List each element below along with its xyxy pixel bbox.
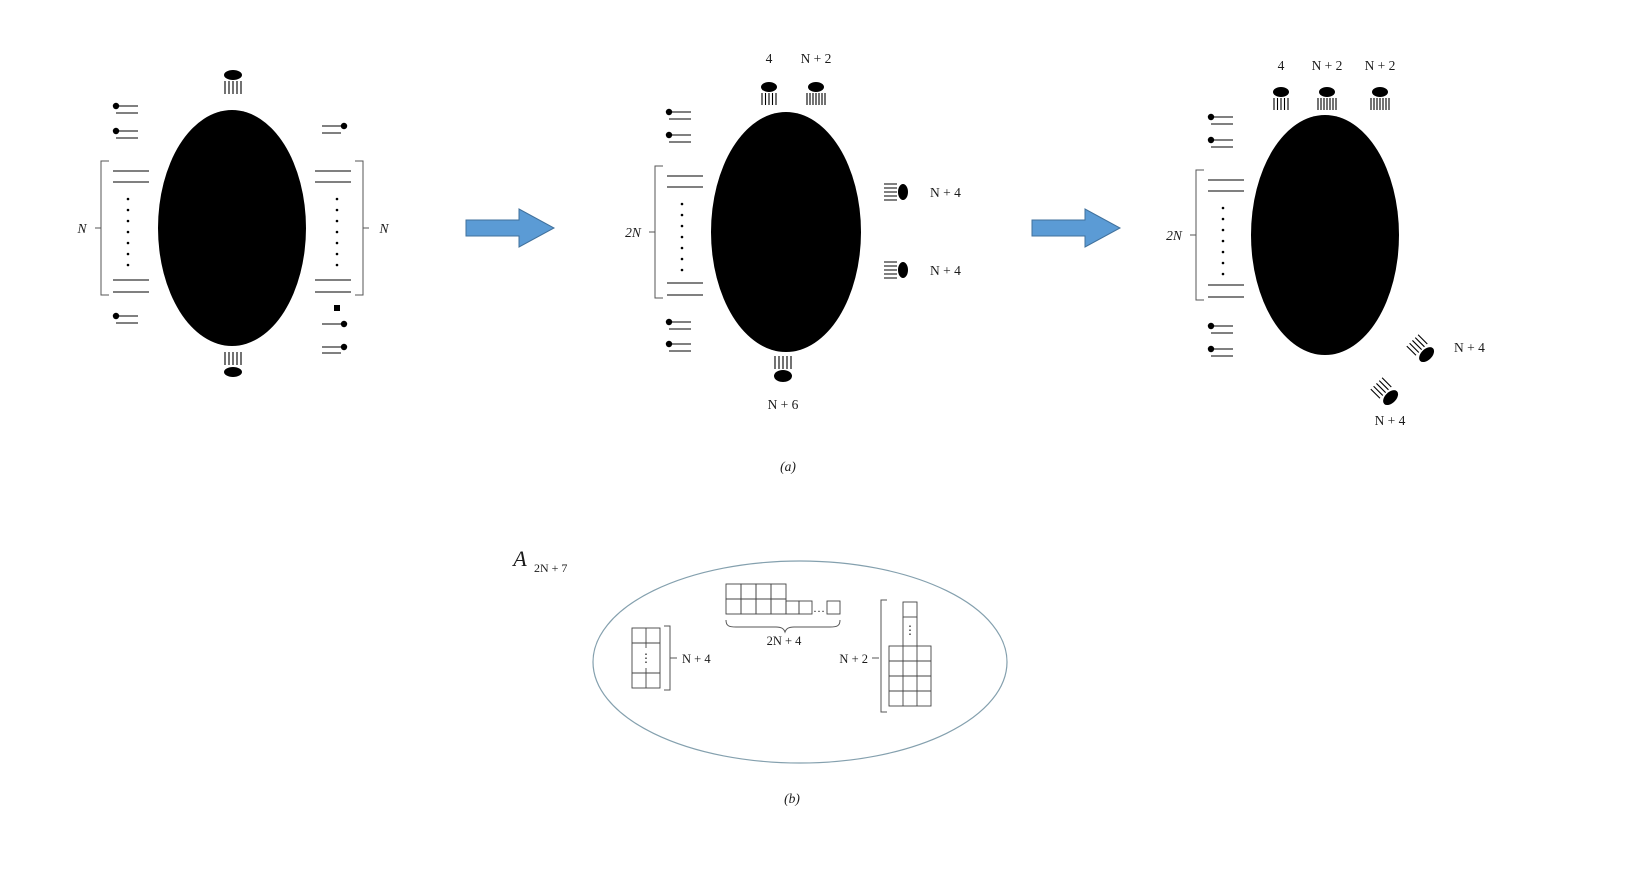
left-bracket-label: N <box>76 221 87 236</box>
algebra-boundary-ellipse <box>592 560 1008 764</box>
left-flavor-bracket: N <box>76 160 149 296</box>
top-stub-icon <box>1370 87 1390 110</box>
flavor-flag-icon <box>665 340 691 352</box>
flavor-flag-icon <box>112 312 138 324</box>
right-stub-label: N + 4 <box>930 185 961 200</box>
right-tableau-label: N + 2 <box>839 652 868 666</box>
bottom-stub-label: N + 6 <box>768 397 799 412</box>
flavor-flag-icon <box>112 102 138 114</box>
left-tableau-dots: ⋮ <box>640 651 652 665</box>
flavor-flag-icon <box>665 318 691 330</box>
flavor-flag-icon <box>322 122 348 134</box>
algebra-symbol: A <box>511 546 527 571</box>
left-tableau-label: N + 4 <box>682 652 711 666</box>
row-ellipsis: … <box>813 601 825 615</box>
flavor-flag-icon <box>1207 113 1233 125</box>
right-stub-icon <box>884 183 908 201</box>
top-stub-icon <box>1317 87 1337 110</box>
gauge-blob <box>1251 115 1399 355</box>
vertical-dots <box>680 202 684 272</box>
flavor-flag-icon <box>322 343 348 354</box>
algebra-subscript: 2N + 7 <box>534 561 567 575</box>
right-tableau-dots: ⋮ <box>904 623 916 637</box>
quiver-diagram-2: 4 N + 2 <box>625 51 961 412</box>
top-stub-icon <box>806 82 826 105</box>
top-stub-label: 4 <box>766 51 773 66</box>
transition-arrow-2 <box>1031 208 1122 248</box>
left-flavor-bracket: 2N <box>625 165 703 299</box>
flavor-flag-icon <box>322 320 348 328</box>
quiver-diagram-1: N N <box>76 70 389 377</box>
quiver-diagram-3: 4 N + 2 N + 2 <box>1166 58 1485 428</box>
flavor-flag-icon <box>1207 345 1233 357</box>
left-column-tableau: ⋮ N + 4 <box>631 625 711 691</box>
right-stub-icon <box>884 261 908 279</box>
flavor-flag-icon <box>112 127 138 139</box>
top-stub-label: N + 2 <box>801 51 832 66</box>
top-stub-icon <box>1273 87 1289 110</box>
top-stub-label: N + 2 <box>1312 58 1343 73</box>
panel-a: N N <box>76 51 1485 474</box>
top-stub-label: 4 <box>1278 58 1285 73</box>
underbrace <box>725 619 841 634</box>
gauge-blob <box>711 112 861 352</box>
left-bracket-label: 2N <box>1166 228 1183 243</box>
top-row-tableau: … 2N + 4 <box>725 583 841 648</box>
panel-b: A 2N + 7 … 2N + 4 ⋮ N + 4 N + 2 <box>511 546 1008 806</box>
right-staircase-tableau: N + 2 ⋮ <box>839 599 932 713</box>
vertical-dots <box>335 197 339 267</box>
diagonal-stub-icon <box>1406 334 1435 363</box>
top-stub-icon <box>761 82 777 105</box>
right-flavor-bracket: N <box>315 160 389 296</box>
small-square-icon <box>334 305 340 311</box>
transition-arrow-1 <box>465 208 556 248</box>
bottom-stub-icon <box>224 352 242 377</box>
flavor-flag-icon <box>665 131 691 143</box>
vertical-dots <box>126 197 130 267</box>
right-bracket-label: N <box>378 221 389 236</box>
left-flavor-bracket: 2N <box>1166 169 1244 301</box>
flavor-flag-icon <box>1207 136 1233 148</box>
top-stub-label: N + 2 <box>1365 58 1396 73</box>
left-bracket-label: 2N <box>625 225 642 240</box>
top-stub-icon <box>224 70 242 94</box>
underbrace-label: 2N + 4 <box>767 634 803 648</box>
diagonal-stub-label: N + 4 <box>1454 340 1485 355</box>
left-square-bracket <box>880 599 887 713</box>
flavor-flag-icon <box>1207 322 1233 334</box>
gauge-blob <box>158 110 306 346</box>
right-square-bracket <box>664 625 671 691</box>
panel-b-caption: (b) <box>784 791 800 806</box>
diagonal-stub-icon <box>1370 377 1399 406</box>
algebra-label: A 2N + 7 <box>511 546 567 575</box>
vertical-dots <box>1221 206 1225 276</box>
right-stub-label: N + 4 <box>930 263 961 278</box>
bottom-stub-icon <box>774 356 792 382</box>
diagonal-stub-label: N + 4 <box>1375 413 1406 428</box>
panel-a-caption: (a) <box>780 459 796 474</box>
flavor-flag-icon <box>665 108 691 120</box>
